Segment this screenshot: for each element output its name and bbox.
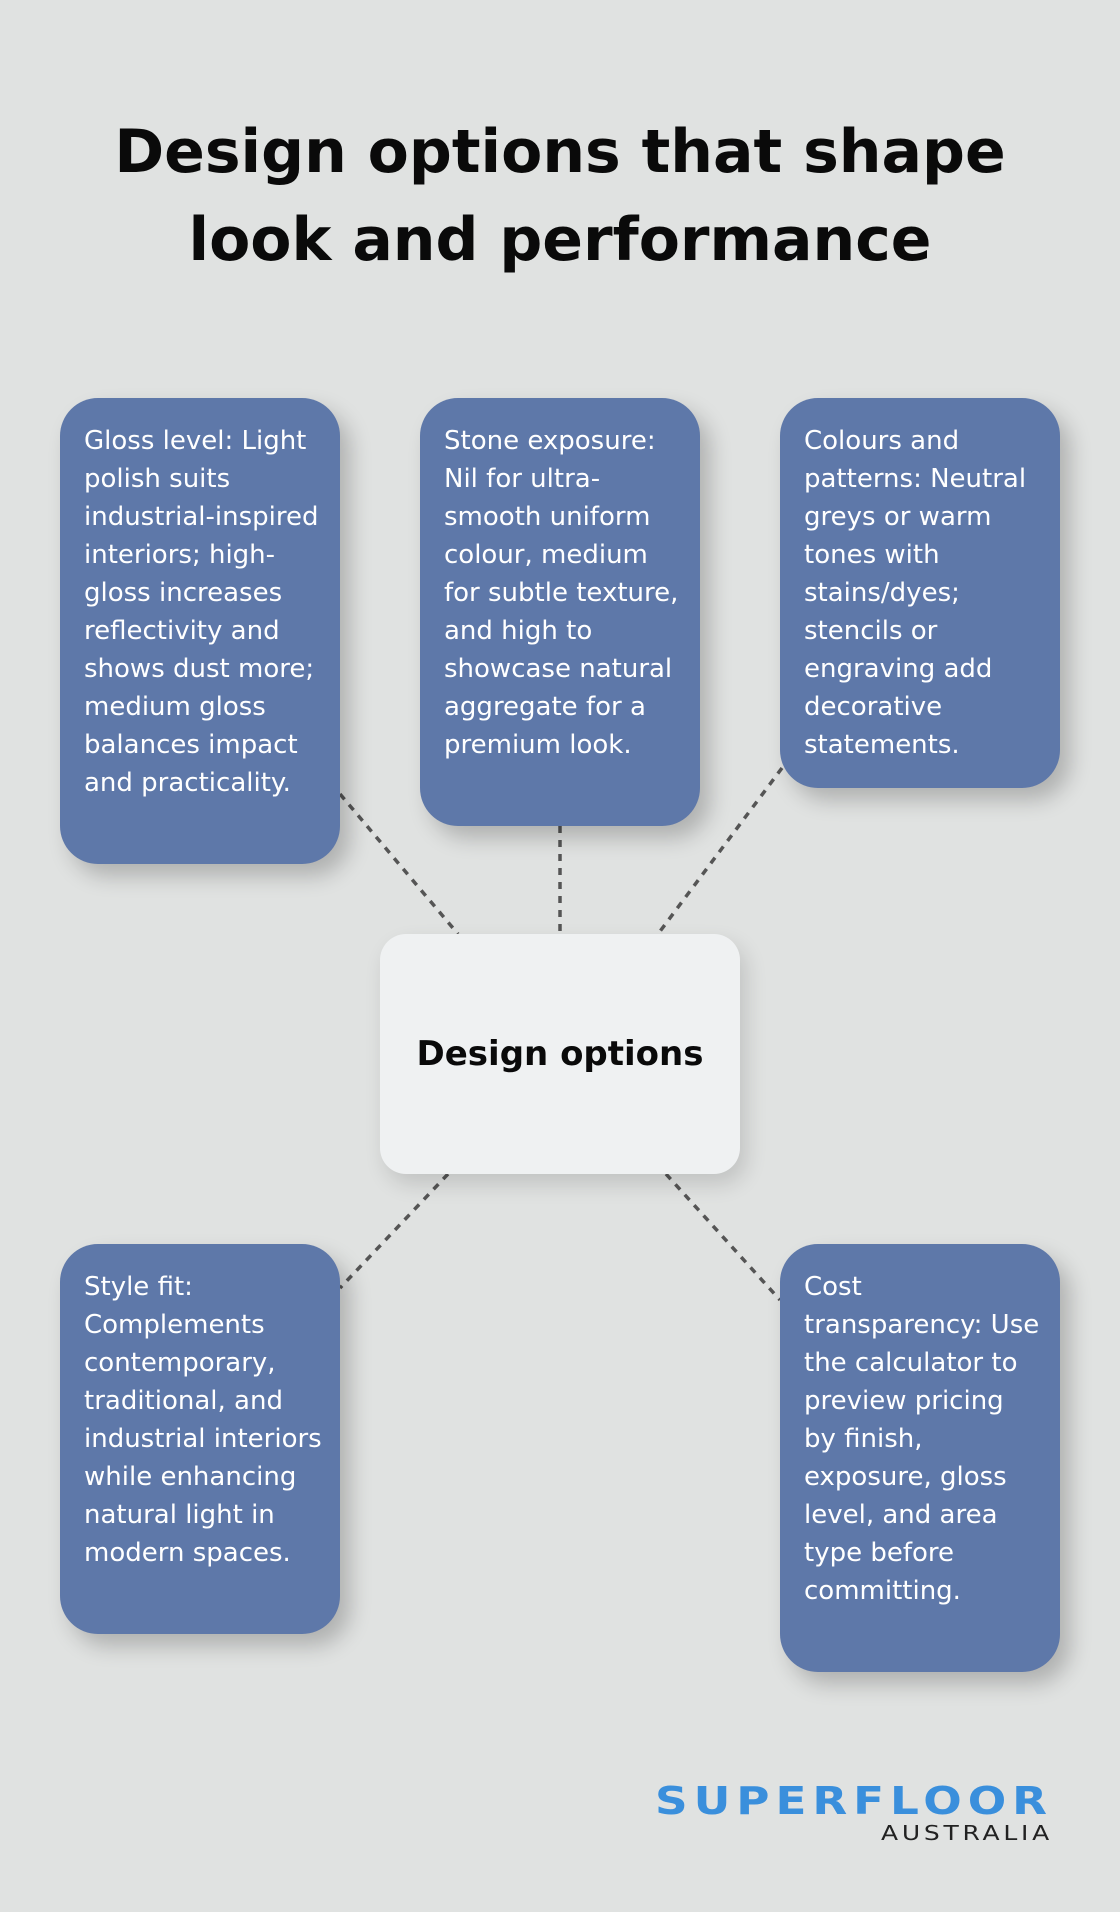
connector-cost (664, 1172, 782, 1302)
card-style-fit: Style fit: Complements contemporary, tra… (60, 1244, 340, 1634)
center-label: Design options (416, 1034, 704, 1074)
connector-colours (656, 766, 784, 936)
logo-brand: SUPERFLOOR (655, 1779, 1053, 1823)
connector-style (338, 1172, 450, 1290)
superfloor-logo: SUPERFLOOR AUSTRALIA (655, 1779, 1053, 1842)
card-colours-patterns: Colours and patterns: Neutral greys or w… (780, 398, 1060, 788)
card-stone-exposure: Stone exposure: Nil for ultra-smooth uni… (420, 398, 700, 826)
connector-gloss (338, 792, 460, 936)
card-gloss-level: Gloss level: Light polish suits industri… (60, 398, 340, 864)
center-node: Design options (380, 934, 740, 1174)
card-cost-transparency: Cost transparency: Use the calculator to… (780, 1244, 1060, 1672)
logo-sub: AUSTRALIA (881, 1821, 1053, 1842)
page-title: Design options that shape look and perfo… (114, 117, 1006, 275)
